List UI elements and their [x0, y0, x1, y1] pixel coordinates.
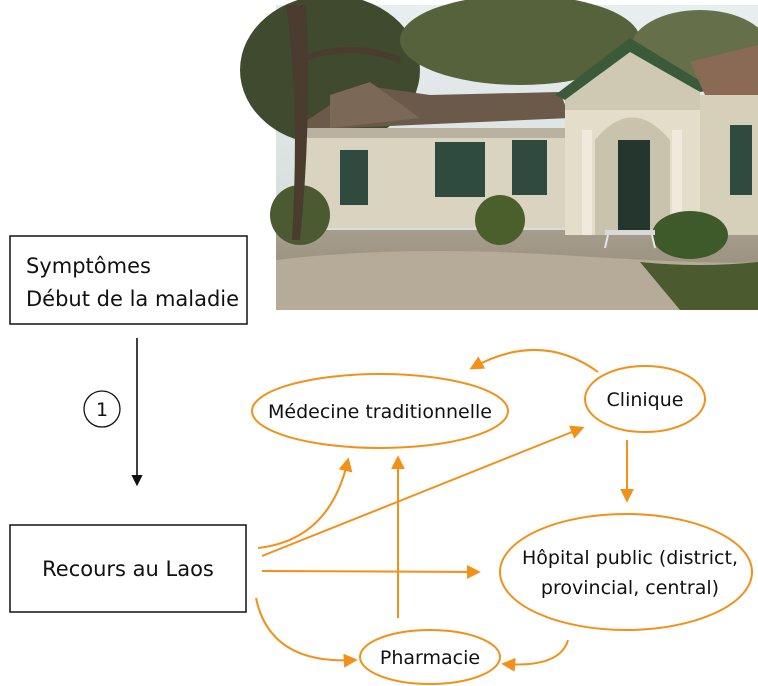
recours-box: Recours au Laos [9, 524, 247, 613]
arrow-recours-to-clinique [261, 425, 585, 557]
symptoms-box: Symptômes Début de la maladie [9, 235, 248, 325]
recours-label: Recours au Laos [42, 557, 214, 581]
node-hopital-public: Hôpital public (district, provincial, ce… [499, 513, 753, 631]
hopital-line-2: provincial, central) [541, 577, 719, 599]
symptoms-line-2: Début de la maladie [26, 287, 239, 311]
node-clinique: Clinique [584, 365, 706, 433]
symptoms-line-1: Symptômes [26, 254, 151, 278]
arrow-clinique-to-medecine [469, 349, 599, 373]
clinique-label: Clinique [607, 389, 684, 411]
arrow-recours-to-pharmacie [255, 597, 358, 668]
arrow-recours-to-hopital [261, 564, 481, 579]
hopital-line-1: Hôpital public (district, [522, 547, 738, 569]
step-number: 1 [96, 399, 108, 421]
arrow-hopital-to-pharmacie [501, 639, 569, 672]
node-medecine-traditionnelle: Médecine traditionnelle [251, 373, 509, 449]
arrow-recours-to-medecine [257, 457, 353, 549]
medecine-label: Médecine traditionnelle [268, 401, 492, 423]
hospital-photo [240, 0, 758, 310]
node-pharmacie: Pharmacie [359, 629, 501, 685]
step-number-badge: 1 [83, 390, 121, 428]
pharmacie-label: Pharmacie [380, 647, 480, 669]
